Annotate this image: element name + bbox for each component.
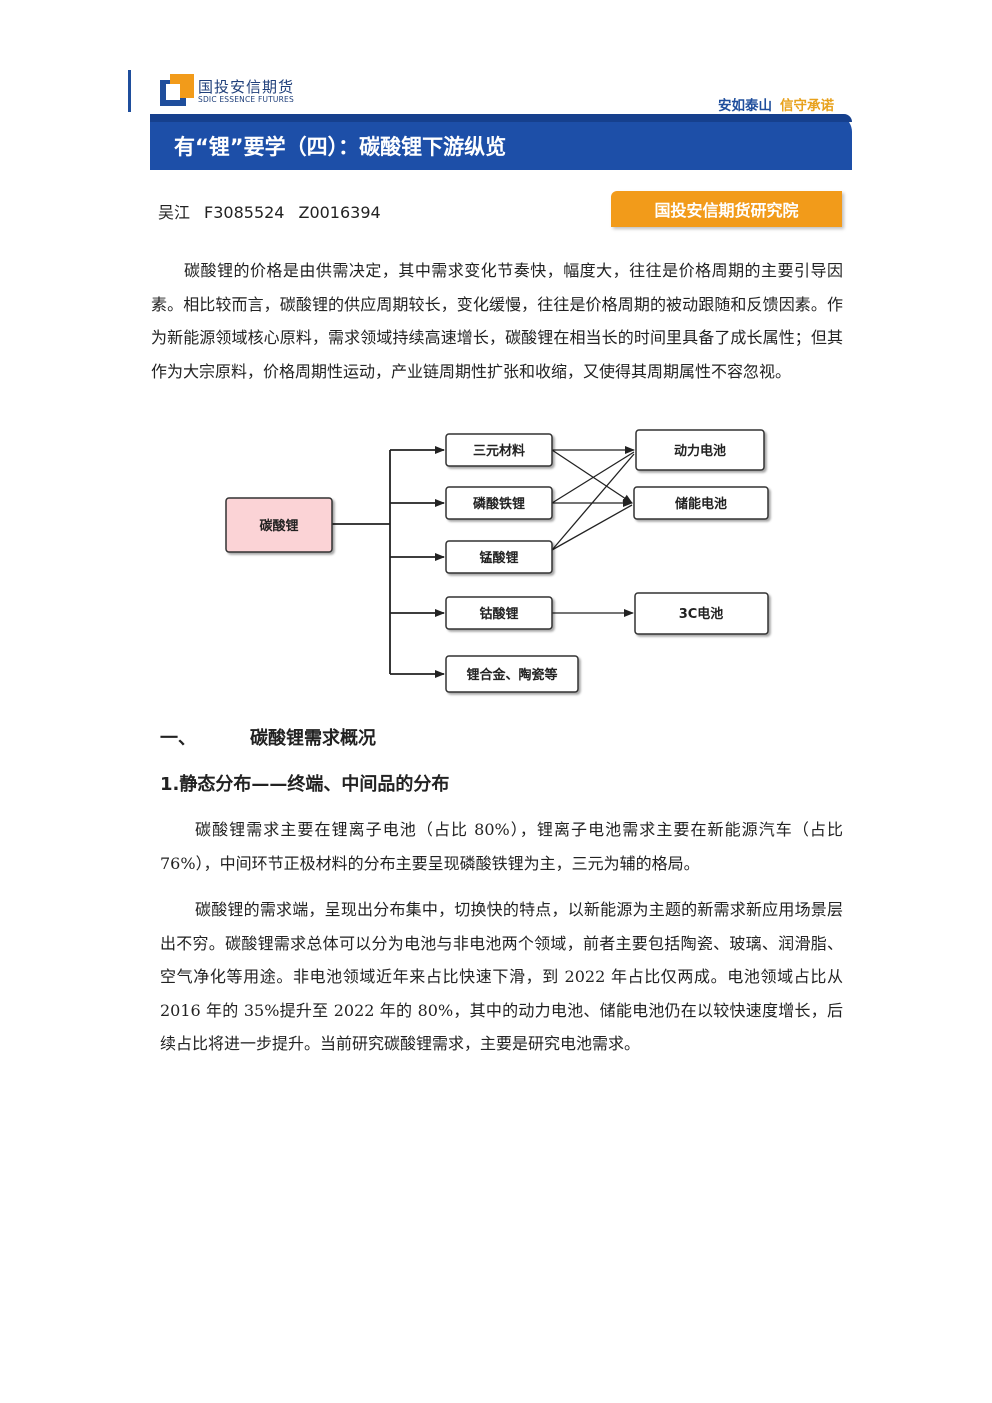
intro-paragraph: 碳酸锂的价格是由供需决定，其中需求变化节奏快，幅度大，往往是价格周期的主要引导因…	[151, 261, 843, 381]
logo-text-cn: 国投安信期货	[198, 78, 295, 96]
section-heading: 一、 碳酸锂需求概况	[160, 724, 376, 750]
section-number: 一、	[160, 728, 196, 749]
diagram-node-ternary: 三元材料	[445, 433, 553, 467]
diagram-label-3c-battery: 3C电池	[679, 606, 724, 622]
diagram-node-storage-battery: 储能电池	[633, 486, 769, 520]
institution-badge: 国投安信期货研究院	[611, 191, 842, 227]
diagram-label-ternary: 三元材料	[473, 443, 525, 459]
body-paragraph-1: 碳酸锂需求主要在锂离子电池（占比 80%），锂离子电池需求主要在新能源汽车（占比…	[160, 820, 843, 873]
diagram-label-alloy: 锂合金、陶瓷等	[466, 667, 557, 683]
diagram-cross-links	[551, 446, 635, 617]
diagram-label-lfp: 磷酸铁锂	[473, 496, 525, 512]
page-title: 有“锂”要学（四）：碳酸锂下游纵览	[174, 135, 507, 159]
diagram-label-storage-battery: 储能电池	[674, 496, 727, 512]
author-license-2: Z0016394	[298, 203, 381, 222]
diagram-node-root: 碳酸锂	[225, 497, 333, 553]
author-line: 吴江 F3085524 Z0016394	[158, 199, 395, 223]
diagram-label-lmo: 锰酸锂	[479, 550, 518, 566]
diagram-node-lmo: 锰酸锂	[445, 540, 553, 574]
diagram-node-lfp: 磷酸铁锂	[445, 486, 553, 520]
section-title: 碳酸锂需求概况	[250, 728, 376, 749]
diagram-node-lco: 钴酸锂	[445, 596, 553, 630]
diagram-root-label: 碳酸锂	[259, 518, 298, 534]
downstream-diagram: 碳酸锂 三元材料 磷酸铁锂 锰酸锂 钴酸锂 锂合金、陶瓷等 动力电池 储能电池 …	[225, 429, 769, 693]
author-name: 吴江	[158, 203, 191, 222]
diagram-node-3c-battery: 3C电池	[634, 592, 769, 635]
diagram-label-power-battery: 动力电池	[674, 443, 726, 459]
body-paragraph-2: 碳酸锂的需求端，呈现出分布集中，切换快的特点，以新能源为主题的新需求新应用场景层…	[160, 900, 843, 1053]
diagram-node-power-battery: 动力电池	[635, 429, 765, 471]
diagram-label-lco: 钴酸锂	[479, 606, 518, 622]
logo-text-en: SDIC ESSENCE FUTURES	[198, 95, 294, 104]
author-license-1: F3085524	[204, 203, 285, 222]
header-left-rule	[128, 70, 131, 112]
title-banner	[150, 114, 852, 170]
company-logo-icon	[160, 74, 194, 106]
header-motto: 安如泰山信守承诺	[718, 94, 834, 114]
motto-part-2: 信守承诺	[780, 98, 834, 114]
subsection-heading: 1.静态分布——终端、中间品的分布	[160, 774, 450, 795]
diagram-trunk	[332, 446, 445, 678]
diagram-node-alloy: 锂合金、陶瓷等	[445, 655, 579, 693]
motto-part-1: 安如泰山	[718, 98, 772, 114]
